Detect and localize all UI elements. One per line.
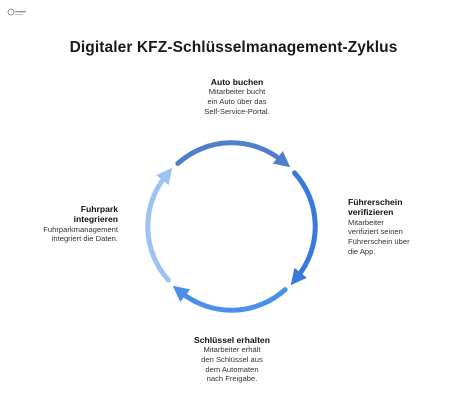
cycle-arrow-2 — [290, 170, 318, 286]
step-fuehrerschein-verifizieren: Führerschein verifizieren Mitarbeiter ve… — [348, 197, 428, 256]
cycle-arrow-3 — [172, 285, 288, 313]
step-fuhrpark-integrieren: Fuhrpark integrieren Fuhrparkmanagement … — [30, 204, 118, 244]
step-heading: Schlüssel erhalten — [194, 335, 270, 345]
step-heading: Führerschein verifizieren — [348, 197, 403, 218]
page-title: Digitaler KFZ-Schlüsselmanagement-Zyklus — [69, 39, 398, 56]
cycle-arrow-1 — [175, 140, 291, 168]
brand-logo — [7, 8, 26, 16]
step-heading: Auto buchen — [210, 77, 264, 87]
cycle-arrow-4 — [145, 167, 173, 283]
step-description: Fuhrparkmanagement integriert die Daten. — [43, 224, 118, 244]
step-description: Mitarbeiter bucht ein Auto über das Self… — [204, 87, 270, 116]
step-description: Mitarbeiter erhält den Schlüssel aus dem… — [201, 345, 263, 384]
step-heading: Fuhrpark integrieren — [73, 204, 118, 225]
step-schluessel-erhalten: Schlüssel erhalten Mitarbeiter erhält de… — [187, 335, 277, 384]
step-description: Mitarbeiter verifiziert seinen Führersch… — [348, 217, 410, 256]
step-auto-buchen: Auto buchen Mitarbeiter bucht ein Auto ü… — [192, 77, 282, 116]
